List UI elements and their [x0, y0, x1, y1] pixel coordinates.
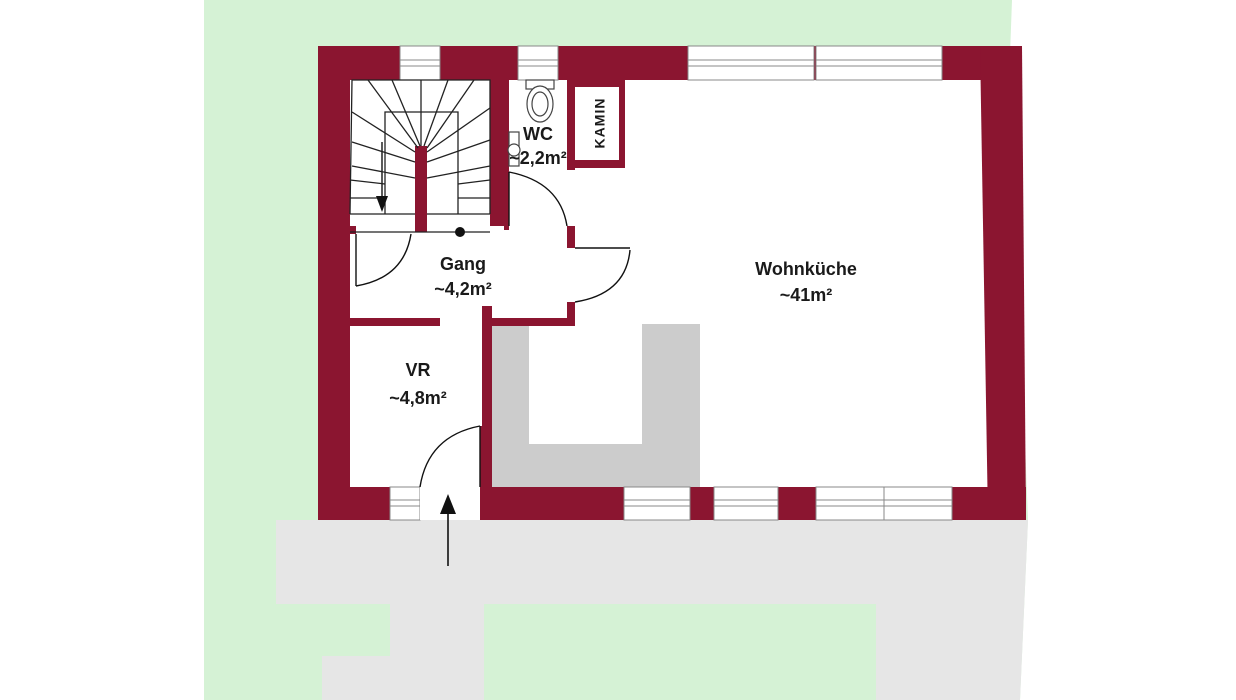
- door-gang-stair: [355, 233, 412, 287]
- window-bottom-kitchen-3: [815, 486, 885, 521]
- entry-arrow-icon: [440, 494, 456, 514]
- room-area-gang: ~4,2m²: [434, 279, 492, 299]
- paved-area: [276, 520, 1028, 700]
- door-kitchen: [574, 247, 631, 303]
- window-bottom-kitchen-2: [713, 486, 779, 521]
- window-top-stair: [399, 45, 441, 81]
- stair-arrow-icon: [376, 196, 388, 212]
- door-wc: [508, 171, 568, 227]
- room-area-vr: ~4,8m²: [389, 388, 447, 408]
- room-label-wc: WC ~2,2m²: [509, 124, 567, 168]
- window-bottom-kitchen-1: [623, 486, 691, 521]
- room-name-gang: Gang: [440, 254, 486, 274]
- room-label-vr: VR ~4,8m²: [389, 360, 447, 408]
- room-name-wohnkueche: Wohnküche: [755, 259, 857, 279]
- window-top-kitchen-1: [687, 45, 815, 81]
- window-bottom-vr: [389, 486, 421, 521]
- toilet-icon: [525, 79, 555, 123]
- sink-icon: [507, 131, 521, 167]
- stair-post: [455, 227, 465, 237]
- interior-walls: [350, 80, 625, 487]
- room-area-wohnkueche: ~41m²: [780, 285, 833, 305]
- room-label-gang: Gang ~4,2m²: [434, 254, 492, 299]
- window-top-wc: [517, 45, 559, 81]
- doors: [355, 171, 631, 488]
- window-top-kitchen-2: [815, 45, 943, 81]
- windows: [389, 45, 953, 521]
- room-label-wohnkueche: Wohnküche ~41m²: [755, 259, 857, 305]
- kitchen-counter: [490, 324, 700, 487]
- kamin-label: KAMIN: [592, 98, 608, 149]
- room-area-wc: ~2,2m²: [509, 148, 567, 168]
- room-name-vr: VR: [405, 360, 430, 380]
- window-bottom-kitchen-4: [883, 486, 953, 521]
- door-entry: [419, 425, 481, 488]
- staircase: [349, 79, 491, 215]
- room-name-wc: WC: [523, 124, 553, 144]
